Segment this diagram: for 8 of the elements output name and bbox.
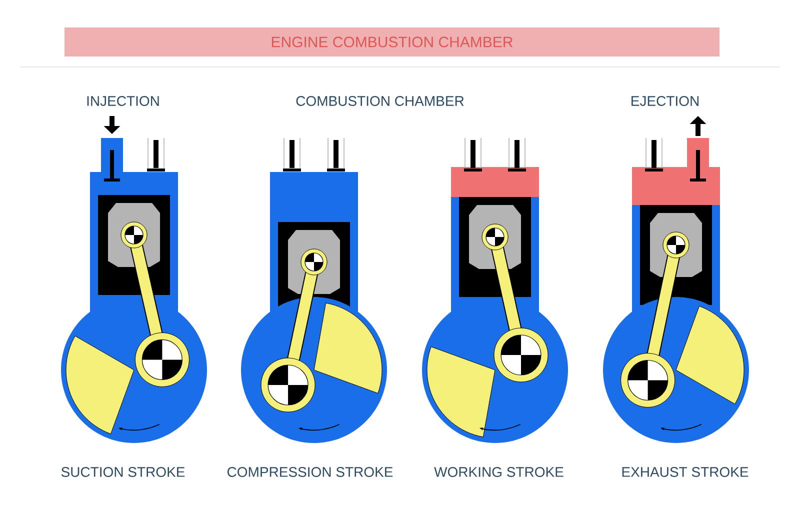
title-banner: ENGINE COMBUSTION CHAMBER	[64, 28, 720, 56]
caption: INJECTION	[87, 96, 159, 106]
caption: COMPRESSION STROKE	[227, 467, 393, 477]
caption: EXHAUST STROKE	[622, 467, 748, 477]
caption: EJECTION	[632, 96, 698, 106]
caption: SUCTION STROKE	[61, 467, 185, 477]
caption: COMBUSTION CHAMBER	[296, 96, 464, 106]
caption: WORKING STROKE	[434, 467, 564, 477]
